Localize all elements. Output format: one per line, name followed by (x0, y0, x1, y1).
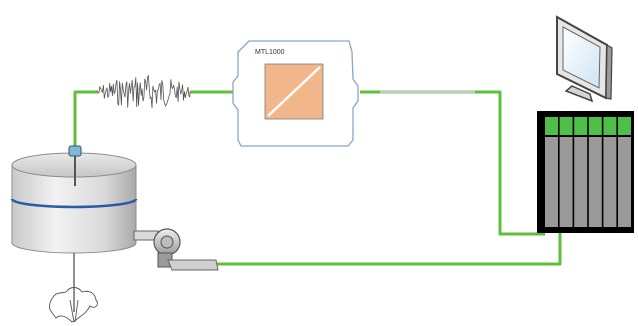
wire-pump-to-rack (215, 229, 562, 266)
io-rack-icon (537, 111, 634, 233)
rack-slot-indicator (559, 117, 573, 135)
tank-band (10, 198, 138, 209)
rack-slot (618, 137, 631, 227)
noise-signal-icon (97, 74, 191, 109)
monitor-screen (562, 26, 601, 89)
pump-base (167, 259, 219, 271)
rack-slot-indicator (588, 117, 602, 135)
wire-transmitter-to-noise (73, 90, 98, 153)
isolator-module: MTL1000 (232, 40, 359, 147)
rack-slot-indicator (603, 117, 617, 135)
monitor-side (605, 43, 613, 100)
rack-slot-indicator (545, 117, 558, 135)
agitator-icon (49, 287, 98, 323)
rack-slot (545, 137, 558, 227)
rack-slot (574, 137, 588, 227)
rack-slot (588, 137, 602, 227)
wire-shield-segment (380, 90, 475, 94)
rack-slots (545, 117, 631, 227)
rack-slot (603, 137, 617, 227)
pump-hub (160, 235, 174, 249)
tank-icon (10, 152, 138, 312)
rack-slot-indicator (574, 117, 588, 135)
transmitter-head (68, 145, 82, 157)
wire-isolator-to-rack (360, 90, 545, 236)
level-transmitter-icon (68, 145, 82, 186)
rack-slot-indicator (618, 117, 631, 135)
monitor-stand (564, 85, 594, 103)
isolator-diagonal (267, 66, 321, 117)
computer-monitor-icon (556, 15, 613, 103)
tank-body (11, 164, 137, 254)
pump-icon (133, 228, 219, 271)
isolator-label: MTL1000 (255, 49, 285, 56)
rack-slot (559, 137, 573, 227)
